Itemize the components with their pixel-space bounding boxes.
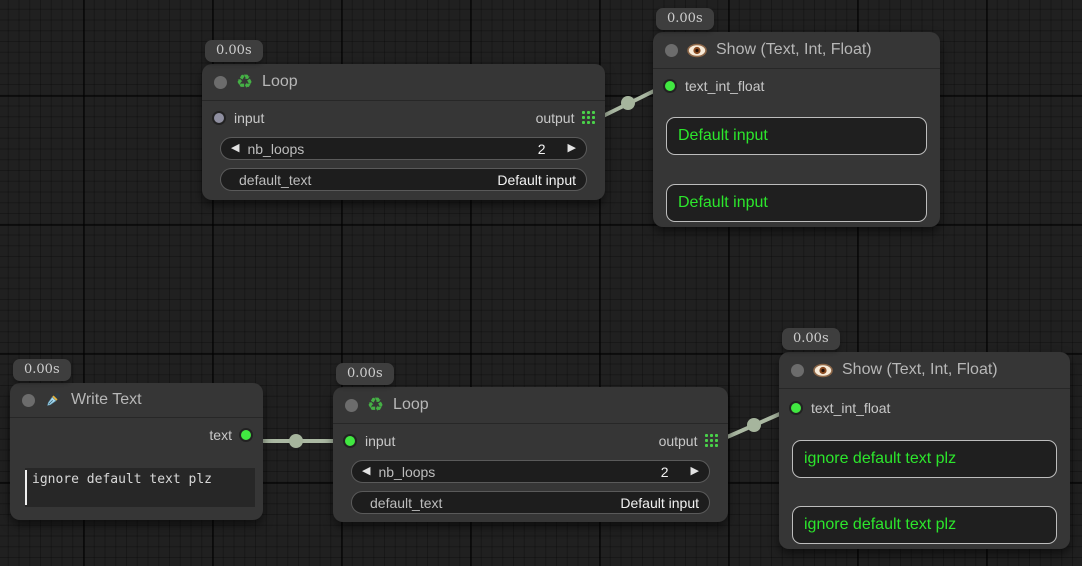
widget-default-text[interactable]: default_text Default input (220, 168, 587, 191)
node-header[interactable]: Show (Text, Int, Float) (779, 352, 1070, 389)
text-caret (25, 470, 27, 505)
display-text: ignore default text plz (804, 450, 957, 467)
output-port-label: text (209, 426, 232, 443)
input-port[interactable] (212, 110, 226, 125)
display-text-box[interactable]: ignore default text plz (792, 440, 1057, 478)
node-show-1[interactable]: 0.00s Show (Text, Int, Float) text_int_f… (653, 8, 940, 227)
widget-label: nb_loops (378, 463, 436, 480)
decrement-arrow-icon[interactable]: ◀ (362, 465, 371, 477)
output-multi-port-icon[interactable] (581, 110, 595, 125)
output-port-label: output (658, 432, 698, 449)
output-port-label: output (535, 109, 575, 126)
execution-time-badge: 0.00s (205, 40, 263, 62)
output-port[interactable] (239, 427, 253, 442)
node-title: Loop (393, 396, 429, 413)
text-input-area[interactable]: ignore default text plz (25, 468, 255, 507)
pen-icon (44, 391, 62, 409)
collapse-dot[interactable] (345, 398, 358, 412)
execution-time-badge: 0.00s (656, 8, 714, 30)
execution-time-badge: 0.00s (782, 328, 840, 350)
node-header[interactable]: Write Text (10, 383, 263, 418)
input-port-label: text_int_float (685, 77, 765, 94)
collapse-dot[interactable] (22, 393, 35, 407)
display-text: Default input (678, 194, 768, 211)
node-header[interactable]: ♻ Loop (333, 387, 728, 424)
textarea-value: ignore default text plz (32, 472, 213, 487)
increment-arrow-icon[interactable]: ▶ (567, 142, 576, 154)
widget-value: 2 (537, 140, 546, 157)
input-port-label: input (234, 109, 265, 126)
eye-icon (813, 363, 833, 378)
collapse-dot[interactable] (214, 75, 227, 89)
widget-label: default_text (239, 171, 312, 188)
input-port[interactable] (343, 433, 357, 448)
display-text-box[interactable]: ignore default text plz (792, 506, 1057, 544)
widget-label: default_text (370, 494, 443, 511)
widget-value: Default input (497, 171, 576, 188)
collapse-dot[interactable] (665, 43, 678, 57)
input-port-label: text_int_float (811, 400, 891, 416)
execution-time-badge: 0.00s (13, 359, 71, 381)
decrement-arrow-icon[interactable]: ◀ (231, 142, 240, 154)
display-text-box[interactable]: Default input (666, 117, 927, 155)
input-port-label: input (365, 432, 396, 449)
widget-label: nb_loops (247, 140, 305, 157)
widget-value: 2 (660, 463, 669, 480)
node-title: Write Text (71, 391, 142, 408)
display-text: ignore default text plz (804, 516, 957, 533)
output-multi-port-icon[interactable] (704, 433, 718, 448)
collapse-dot[interactable] (791, 363, 804, 377)
display-text-box[interactable]: Default input (666, 184, 927, 222)
node-show-2[interactable]: 0.00s Show (Text, Int, Float) text_int_f… (779, 328, 1070, 549)
node-loop-2[interactable]: 0.00s ♻ Loop input output ◀ nb_loops 2 ▶… (333, 363, 728, 522)
node-header[interactable]: Show (Text, Int, Float) (653, 32, 940, 69)
node-write-text[interactable]: 0.00s Write Text text (10, 359, 263, 520)
node-loop-1[interactable]: 0.00s ♻ Loop input output ◀ nb_loops 2 ▶… (202, 40, 605, 200)
recycle-icon: ♻ (367, 394, 385, 416)
link-midpoint-dot[interactable] (747, 418, 761, 432)
widget-nb-loops[interactable]: ◀ nb_loops 2 ▶ (351, 460, 710, 483)
node-header[interactable]: ♻ Loop (202, 64, 605, 101)
input-port[interactable] (789, 401, 803, 415)
execution-time-badge: 0.00s (336, 363, 394, 385)
widget-value: Default input (620, 494, 699, 511)
widget-nb-loops[interactable]: ◀ nb_loops 2 ▶ (220, 137, 587, 160)
link-midpoint-dot[interactable] (621, 96, 635, 110)
node-title: Loop (262, 73, 298, 90)
eye-icon (687, 43, 707, 58)
display-text: Default input (678, 127, 768, 144)
input-port[interactable] (663, 78, 677, 93)
node-title: Show (Text, Int, Float) (716, 41, 872, 58)
widget-default-text[interactable]: default_text Default input (351, 491, 710, 514)
node-title: Show (Text, Int, Float) (842, 361, 998, 378)
recycle-icon: ♻ (236, 71, 254, 93)
link-midpoint-dot[interactable] (289, 434, 303, 448)
increment-arrow-icon[interactable]: ▶ (690, 465, 699, 477)
